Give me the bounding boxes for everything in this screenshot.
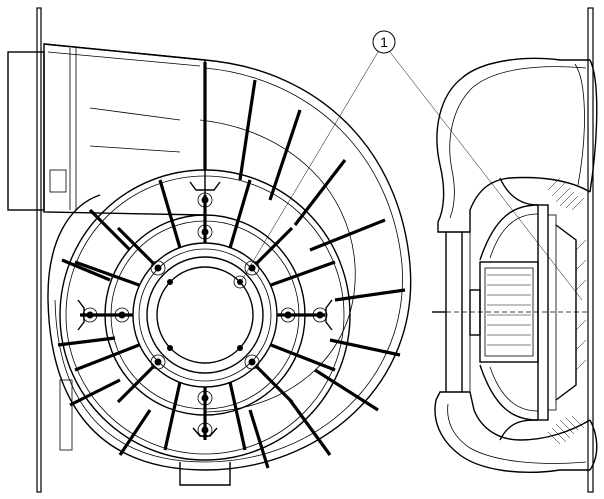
side-mounting-wall — [587, 7, 594, 493]
mounting-wall — [36, 7, 42, 493]
side-view — [432, 7, 598, 493]
front-view — [7, 7, 412, 493]
rim-clips — [77, 181, 333, 437]
lower-housing — [434, 391, 591, 473]
callout-1: 1 — [241, 30, 583, 301]
callout-label: 1 — [380, 34, 388, 50]
fastening-points — [82, 192, 328, 438]
volute-ribs — [57, 62, 406, 469]
bottom-tab — [179, 462, 231, 486]
impeller-disc — [537, 204, 549, 421]
impeller-blades — [479, 177, 539, 441]
volute-casing — [43, 43, 412, 471]
upper-housing — [436, 57, 591, 233]
section-hatching — [547, 177, 587, 445]
